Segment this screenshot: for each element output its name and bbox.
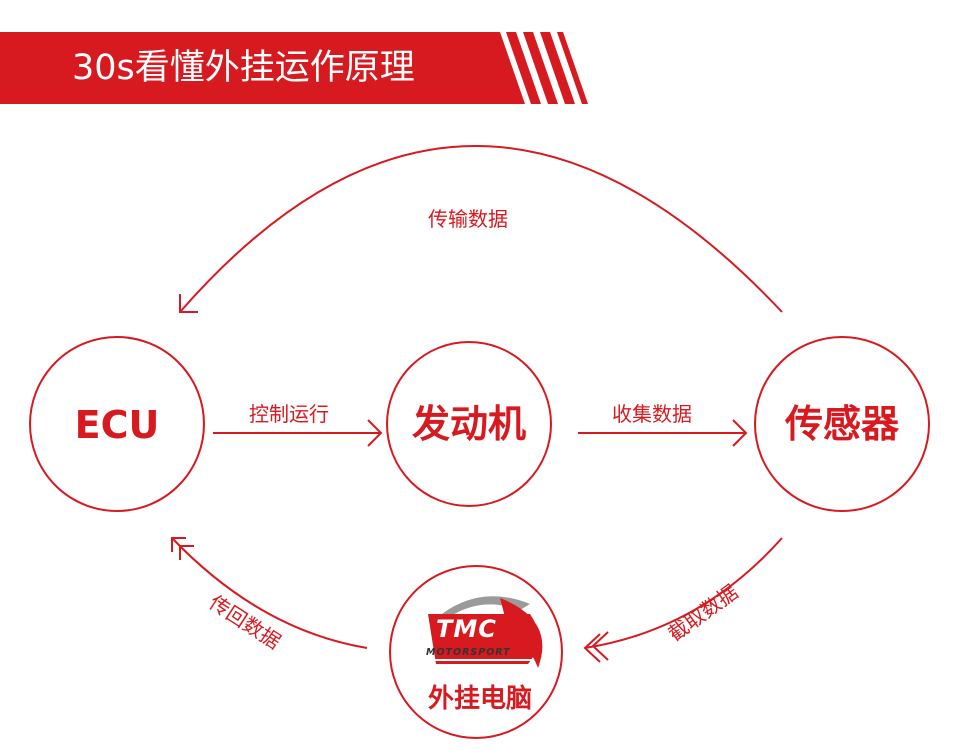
return-arrow-head-2	[179, 545, 194, 560]
intercept-arc	[584, 537, 783, 649]
edge-label-control: 控制运行	[249, 402, 329, 426]
logo-brand-text: TMC	[436, 615, 497, 643]
logo-sub-text: MOTORSPORT	[426, 647, 511, 658]
page-title: 30s看懂外挂运作原理	[72, 48, 415, 88]
banner-stripe	[540, 32, 575, 104]
cheat-pc-node-circle	[389, 565, 563, 739]
control-arrow-head	[367, 419, 383, 447]
banner-stripe	[523, 32, 558, 104]
sensor-node-circle	[754, 336, 930, 512]
transmit-arrow-head	[179, 294, 198, 313]
return-arrow-head	[171, 537, 186, 552]
engine-node-label: 发动机	[411, 402, 526, 446]
cheat-pc-node-label: 外挂电脑	[427, 684, 532, 714]
edge-label-collect: 收集数据	[612, 402, 692, 426]
ecu-node-label: ECU	[74, 403, 160, 447]
banner-shape	[0, 32, 588, 104]
sensor-node-label: 传感器	[784, 402, 899, 446]
tmc-logo-icon	[428, 596, 543, 668]
intercept-arrow-head-2	[591, 631, 609, 661]
banner-stripe	[506, 32, 541, 104]
edge-label-transmit: 传输数据	[428, 207, 508, 231]
intercept-arrow-head	[583, 633, 601, 663]
return-arc	[171, 537, 368, 649]
engine-node-circle	[386, 341, 552, 507]
banner-stripe	[557, 32, 588, 104]
header-banner: 30s看懂外挂运作原理	[0, 0, 960, 130]
transmit-arc	[179, 145, 783, 313]
tmc-logo: TMC MOTORSPORT	[420, 595, 550, 667]
collect-arrow-head	[732, 419, 748, 447]
ecu-node-circle	[29, 336, 205, 512]
